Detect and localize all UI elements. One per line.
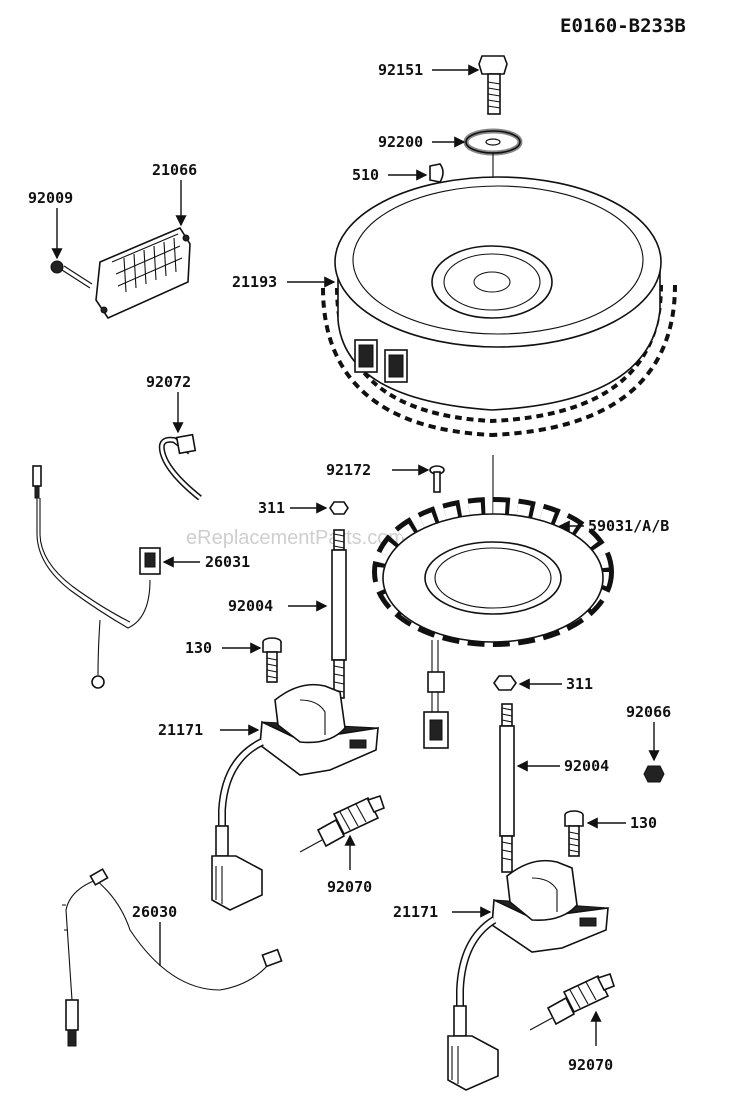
screw-92172 <box>429 465 445 493</box>
ignition-coil-21171-right <box>447 859 609 1091</box>
watermark: eReplacementParts.com <box>186 527 405 549</box>
lead-wire-26031 <box>32 465 161 689</box>
callout-21066: 21066 <box>152 161 197 179</box>
screw-92009 <box>50 260 93 289</box>
lead-wire-26030 <box>62 868 283 1047</box>
callout-92004-left: 92004 <box>228 597 273 615</box>
spark-plug-92070-right <box>529 972 615 1031</box>
key-510 <box>429 163 444 183</box>
callout-92172: 92172 <box>326 461 371 479</box>
bolt-92151 <box>478 55 508 115</box>
callout-510: 510 <box>352 166 379 184</box>
callout-92070-right: 92070 <box>568 1056 613 1074</box>
nut-92066 <box>643 765 665 783</box>
callout-59031: 59031/A/B <box>588 517 669 535</box>
callout-21171-right: 21171 <box>393 903 438 921</box>
stud-92004-right <box>499 703 515 873</box>
diagram-code: E0160-B233B <box>560 15 686 37</box>
callout-26030: 26030 <box>132 903 177 921</box>
washer-92200 <box>463 128 523 156</box>
callout-92009: 92009 <box>28 189 73 207</box>
callout-130-left: 130 <box>185 639 212 657</box>
callout-21171-left: 21171 <box>158 721 203 739</box>
nut-311-upper <box>329 501 349 515</box>
callout-92070-left: 92070 <box>327 878 372 896</box>
callout-92151: 92151 <box>378 61 423 79</box>
callout-311-upper: 311 <box>258 499 285 517</box>
callout-26031: 26031 <box>205 553 250 571</box>
callout-92200: 92200 <box>378 133 423 151</box>
regulator-21066 <box>95 226 191 320</box>
stator-59031 <box>372 497 614 749</box>
bolt-130-left <box>262 637 282 683</box>
callout-92066: 92066 <box>626 703 671 721</box>
nut-311-lower <box>493 675 517 691</box>
ignition-coil-21171-left <box>211 683 379 911</box>
bolt-130-right <box>564 810 584 857</box>
callout-92004-right: 92004 <box>564 757 609 775</box>
callout-311-lower: 311 <box>566 675 593 693</box>
callout-130-right: 130 <box>630 814 657 832</box>
stud-92004-left <box>331 529 347 699</box>
callout-92072: 92072 <box>146 373 191 391</box>
clamp-92072 <box>158 433 202 501</box>
callout-21193: 21193 <box>232 273 277 291</box>
spark-plug-92070-left <box>299 794 385 853</box>
flywheel-21193 <box>321 176 677 438</box>
